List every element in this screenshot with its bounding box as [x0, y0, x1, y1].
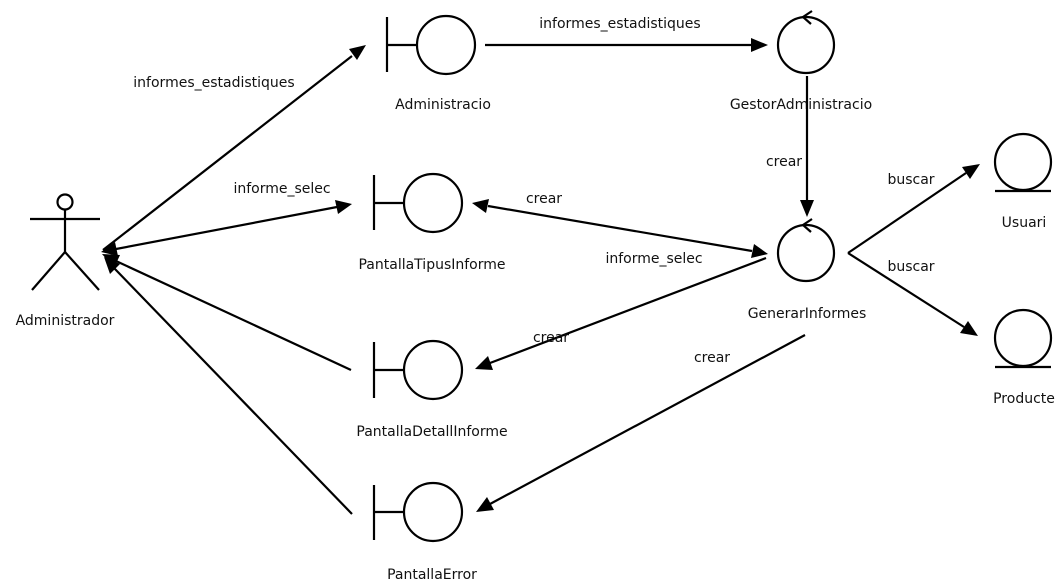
arrowhead: [475, 356, 493, 370]
arrowhead: [962, 164, 980, 179]
message-error-to-actor: [104, 257, 353, 515]
arrowhead: [104, 257, 120, 274]
message-actor-to-administracio: informes_estadistiques: [102, 45, 366, 251]
connector-line: [102, 55, 353, 251]
message-generar-to-error: crear: [476, 334, 806, 512]
message-label: informes_estadistiques: [133, 75, 294, 91]
boundary-label-pantalla-detall-informe: PantallaDetallInforme: [356, 424, 507, 440]
boundary-pantalla-error: PantallaError: [372, 481, 477, 583]
arrowhead: [472, 199, 489, 213]
boundary-circle: [402, 172, 464, 234]
entity-producte: Producte: [993, 308, 1055, 407]
arrowhead: [335, 200, 352, 214]
message-gestor-to-generar: crear: [766, 76, 814, 217]
control-generar-informes: GenerarInformes: [748, 218, 867, 322]
connector-line: [847, 252, 965, 328]
control-circle: [776, 15, 836, 75]
arrowhead: [751, 38, 768, 52]
message-label-informe-selec: informe_selec: [605, 251, 702, 267]
boundary-circle: [402, 481, 464, 543]
message-generar-to-tipus: crear informe_selec: [472, 191, 768, 267]
control-label-gestor-administracio: GestorAdministracio: [730, 97, 872, 113]
arrowhead: [476, 497, 494, 512]
control-circle: [776, 223, 836, 283]
message-label: crear: [533, 330, 569, 346]
entity-usuari: Usuari: [993, 132, 1053, 231]
connector-line: [489, 256, 767, 365]
actor-head: [56, 193, 74, 211]
control-arrowhead: [801, 218, 813, 233]
entity-circle: [993, 132, 1053, 192]
connector-line: [847, 172, 967, 254]
message-label: buscar: [887, 259, 934, 275]
connector-line: [115, 205, 338, 251]
message-label: buscar: [887, 172, 934, 188]
boundary-pantalla-tipus-informe: PantallaTipusInforme: [358, 172, 506, 273]
actor-right-leg: [64, 251, 100, 291]
boundary-administracio: Administracio: [385, 14, 491, 113]
control-gestor-administracio: GestorAdministracio: [730, 10, 872, 113]
message-label-crear: crear: [526, 191, 562, 207]
control-label-generar-informes: GenerarInformes: [748, 306, 867, 322]
message-generar-to-producte: buscar: [847, 252, 978, 336]
entity-label-producte: Producte: [993, 391, 1055, 407]
message-label: crear: [694, 350, 730, 366]
arrowhead-back: [751, 244, 768, 258]
boundary-label-pantalla-tipus-informe: PantallaTipusInforme: [358, 257, 505, 273]
message-detall-to-actor: [102, 254, 352, 371]
boundary-pantalla-detall-informe: PantallaDetallInforme: [356, 339, 508, 440]
actor-administrador: Administrador: [16, 193, 115, 329]
boundary-circle: [415, 14, 477, 76]
actor-label: Administrador: [16, 313, 115, 329]
message-actor-to-tipus: informe_selec: [101, 181, 352, 256]
message-generar-to-usuari: buscar: [847, 164, 980, 254]
arrowhead-back: [101, 242, 118, 256]
connector-line: [113, 267, 353, 515]
boundary-label-administracio: Administracio: [395, 97, 491, 113]
message-administracio-to-gestor: informes_estadistiques: [485, 16, 768, 52]
connector-line: [489, 334, 806, 505]
arrowhead: [800, 200, 814, 217]
arrowhead: [960, 321, 978, 336]
message-label: informe_selec: [233, 181, 330, 197]
boundary-label-pantalla-error: PantallaError: [387, 567, 477, 583]
arrowhead: [349, 45, 366, 60]
entity-circle: [993, 308, 1053, 368]
message-label: informes_estadistiques: [539, 16, 700, 32]
entity-label-usuari: Usuari: [1002, 215, 1047, 231]
boundary-circle: [402, 339, 464, 401]
actor-left-leg: [31, 251, 66, 291]
connector-line: [487, 204, 753, 253]
message-label: crear: [766, 154, 802, 170]
control-arrowhead: [801, 10, 813, 25]
connector-line: [115, 260, 352, 371]
message-generar-to-detall: crear: [475, 256, 767, 370]
